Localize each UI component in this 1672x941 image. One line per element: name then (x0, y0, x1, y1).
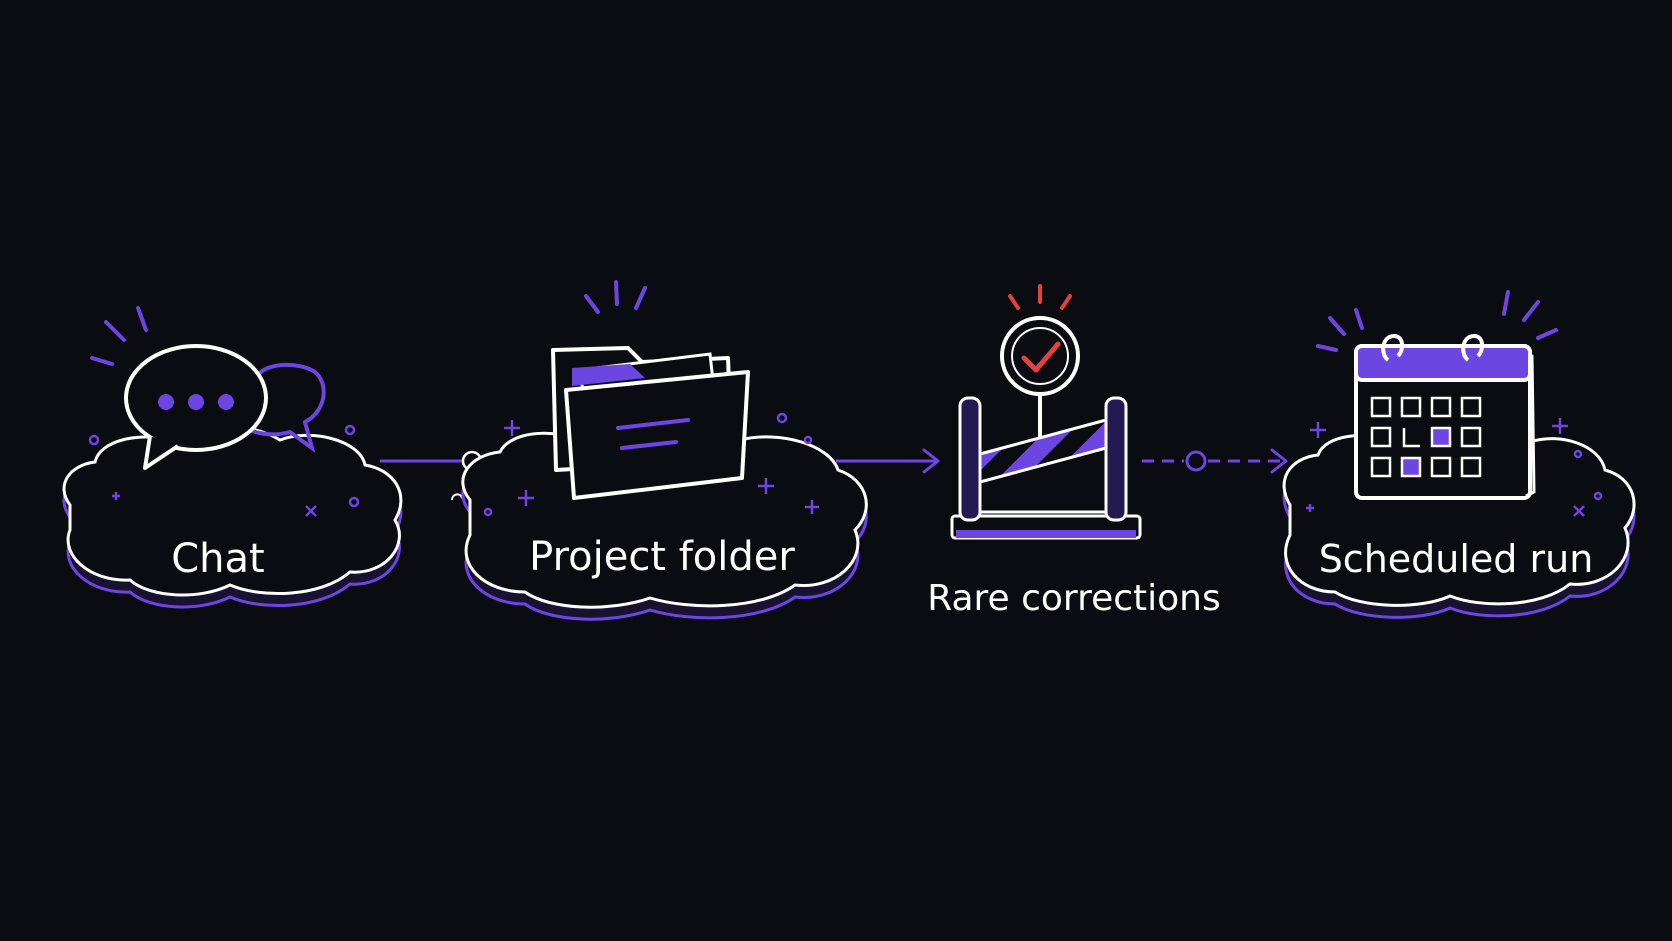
step-label-scheduled-run: Scheduled run (1319, 537, 1594, 581)
folder-sparkles (483, 412, 819, 517)
calendar-icon (1316, 290, 1558, 500)
chat-bubbles-icon (90, 306, 326, 470)
step-chat: Chat (62, 306, 403, 609)
folder-icon (551, 280, 750, 500)
chat-sparkles (88, 424, 360, 517)
calendar-sparkles (1306, 418, 1603, 517)
step-label-project-folder: Project folder (529, 534, 795, 580)
step-label-chat: Chat (171, 536, 264, 582)
step-scheduled-run: Scheduled run (1282, 290, 1636, 619)
step-rare-corrections: Rare corrections (927, 284, 1221, 619)
barrier-checkmark-icon (950, 284, 1142, 540)
connector-folder-to-corrections (836, 448, 940, 474)
step-label-rare-corrections: Rare corrections (927, 578, 1221, 619)
connector-corrections-to-scheduled (1142, 448, 1288, 474)
step-project-folder: Project folder (461, 280, 868, 621)
